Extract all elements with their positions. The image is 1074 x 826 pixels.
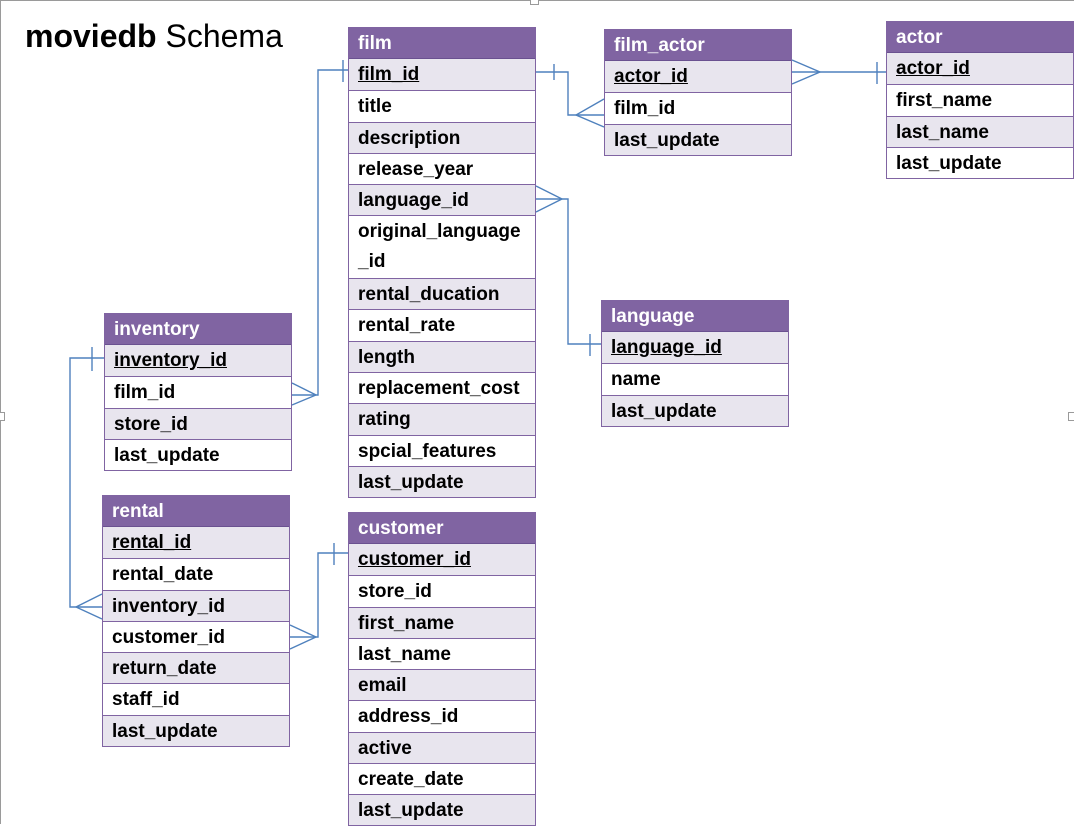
- field-film-rental-ducation: rental_ducation: [349, 278, 535, 310]
- field-customer-first-name: first_name: [349, 606, 535, 638]
- field-film-actor-actor-id: actor_id: [605, 61, 791, 93]
- field-film-description: description: [349, 121, 535, 153]
- field-rental-rental-date: rental_date: [103, 558, 289, 589]
- field-rental-last-update: last_update: [103, 714, 289, 747]
- field-actor-first-name: first_name: [887, 84, 1073, 115]
- field-film-spcial-features: spcial_features: [349, 434, 535, 466]
- table-inventory[interactable]: inventory inventory_id film_id store_id …: [104, 313, 292, 472]
- field-inventory-inventory-id: inventory_id: [105, 345, 291, 377]
- field-customer-customer-id: customer_id: [349, 544, 535, 576]
- rel-inventory-rental: [69, 347, 104, 620]
- table-header-customer: customer: [349, 513, 535, 544]
- field-actor-last-update: last_update: [887, 146, 1073, 178]
- table-header-film: film: [349, 28, 535, 59]
- field-film-last-update: last_update: [349, 465, 535, 498]
- rel-film-inventory: [291, 60, 348, 406]
- table-rental[interactable]: rental rental_id rental_date inventory_i…: [102, 495, 290, 748]
- resize-handle-right[interactable]: [1068, 412, 1074, 421]
- table-header-actor: actor: [887, 22, 1073, 53]
- field-rental-customer-id: customer_id: [103, 620, 289, 652]
- table-header-film-actor: film_actor: [605, 30, 791, 61]
- field-film-film-id: film_id: [349, 59, 535, 91]
- field-inventory-last-update: last_update: [105, 438, 291, 470]
- table-film-actor[interactable]: film_actor actor_id film_id last_update: [604, 29, 792, 156]
- field-film-release-year: release_year: [349, 152, 535, 184]
- field-customer-store-id: store_id: [349, 575, 535, 606]
- field-film-language-id: language_id: [349, 184, 535, 216]
- table-film[interactable]: film film_id title description release_y…: [348, 27, 536, 499]
- field-inventory-store-id: store_id: [105, 407, 291, 439]
- resize-handle-left[interactable]: [0, 412, 5, 421]
- diagram-title-rest: Schema: [156, 18, 283, 54]
- table-header-language: language: [602, 301, 788, 332]
- field-inventory-film-id: film_id: [105, 376, 291, 407]
- field-language-last-update: last_update: [602, 394, 788, 426]
- field-film-rental-rate: rental_rate: [349, 309, 535, 340]
- field-film-length: length: [349, 340, 535, 372]
- diagram-title: moviedb Schema: [25, 18, 283, 55]
- table-customer[interactable]: customer customer_id store_id first_name…: [348, 512, 536, 826]
- table-header-inventory: inventory: [105, 314, 291, 345]
- field-customer-active: active: [349, 731, 535, 764]
- field-film-title: title: [349, 90, 535, 121]
- rel-actor-film-actor: [791, 59, 886, 85]
- field-rental-inventory-id: inventory_id: [103, 589, 289, 621]
- field-customer-last-name: last_name: [349, 637, 535, 669]
- field-rental-rental-id: rental_id: [103, 527, 289, 559]
- rel-customer-rental: [289, 543, 348, 650]
- field-film-actor-film-id: film_id: [605, 92, 791, 123]
- field-language-name: name: [602, 363, 788, 394]
- table-language[interactable]: language language_id name last_update: [601, 300, 789, 427]
- field-rental-return-date: return_date: [103, 652, 289, 684]
- field-film-original-language-id: original_language _id: [349, 215, 535, 278]
- field-customer-email: email: [349, 669, 535, 701]
- field-film-actor-last-update: last_update: [605, 123, 791, 155]
- field-actor-last-name: last_name: [887, 115, 1073, 147]
- resize-handle-top[interactable]: [530, 0, 539, 5]
- table-header-rental: rental: [103, 496, 289, 527]
- field-film-replacement-cost: replacement_cost: [349, 371, 535, 403]
- diagram-title-bold: moviedb: [25, 18, 157, 54]
- field-customer-create-date: create_date: [349, 763, 535, 794]
- field-film-rating: rating: [349, 403, 535, 435]
- rel-film-film-actor: [536, 64, 605, 128]
- field-customer-last-update: last_update: [349, 794, 535, 825]
- field-language-language-id: language_id: [602, 332, 788, 364]
- field-customer-address-id: address_id: [349, 700, 535, 731]
- rel-language-film: [535, 185, 601, 356]
- field-rental-staff-id: staff_id: [103, 683, 289, 714]
- table-actor[interactable]: actor actor_id first_name last_name last…: [886, 21, 1074, 180]
- field-actor-actor-id: actor_id: [887, 53, 1073, 85]
